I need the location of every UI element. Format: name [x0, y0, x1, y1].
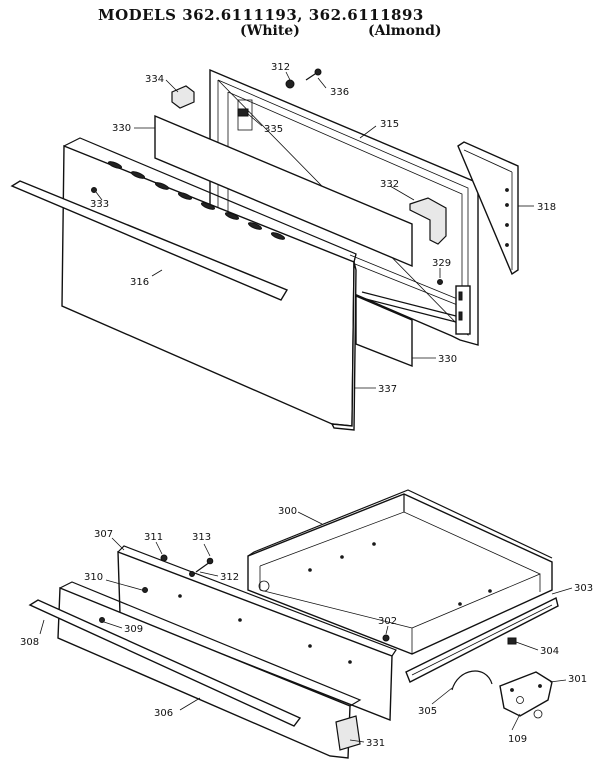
drawer-side-screw	[99, 617, 105, 623]
upper-leader-lines	[95, 71, 534, 389]
drawer-handle	[28, 599, 302, 727]
drawer-front-screw	[142, 587, 148, 593]
label-301: 301	[568, 674, 587, 685]
drawer-slide-rail	[405, 596, 559, 683]
label-332: 332	[380, 179, 399, 190]
almond-label: (Almond)	[368, 23, 442, 39]
hinge-screw	[437, 279, 443, 285]
drawer-box-screw	[382, 634, 390, 642]
label-312a: 312	[271, 62, 290, 73]
lower-leader-lines	[39, 511, 573, 743]
window-glass-upper	[154, 114, 413, 268]
outer-door	[61, 137, 357, 427]
label-312b: 312	[220, 572, 239, 583]
label-304: 304	[540, 646, 559, 657]
label-337: 337	[378, 384, 397, 395]
door-seal-channel	[457, 141, 519, 276]
label-330b: 330	[438, 354, 457, 365]
label-315: 315	[380, 119, 399, 130]
door-side-trim	[330, 261, 357, 431]
label-311: 311	[144, 532, 163, 543]
label-305: 305	[418, 706, 437, 717]
label-318: 318	[537, 202, 556, 213]
label-300: 300	[278, 506, 297, 517]
bracket-screw	[533, 709, 543, 719]
label-334: 334	[145, 74, 164, 85]
door-hinge	[361, 285, 471, 335]
door-handle	[10, 180, 289, 301]
glass-retainer-block	[409, 197, 447, 245]
label-329: 329	[432, 258, 451, 269]
label-109: 109	[508, 734, 527, 745]
label-313: 313	[192, 532, 211, 543]
label-307: 307	[94, 529, 113, 540]
label-308: 308	[20, 637, 39, 648]
drawer-washer	[189, 571, 195, 577]
handle-screw	[91, 187, 97, 193]
label-309: 309	[124, 624, 143, 635]
label-331: 331	[366, 738, 385, 749]
rail-clip	[507, 637, 517, 645]
label-316: 316	[130, 277, 149, 288]
label-302: 302	[378, 616, 397, 627]
label-333: 333	[90, 199, 109, 210]
models-title: MODELS 362.6111193, 362.6111893	[98, 6, 424, 24]
drawer-screw	[195, 557, 214, 573]
door-rivet	[237, 108, 249, 117]
slide-bracket	[499, 671, 553, 717]
drawer-box	[247, 489, 553, 655]
label-330a: 330	[112, 123, 131, 134]
door-nut	[285, 79, 295, 89]
drawer-front-panel	[117, 545, 397, 722]
door-screw	[305, 68, 322, 81]
white-label: (White)	[240, 23, 300, 39]
window-glass-lower	[355, 294, 413, 368]
label-306: 306	[154, 708, 173, 719]
wire-spring	[451, 670, 493, 691]
label-336: 336	[330, 87, 349, 98]
drawer-nut	[160, 554, 168, 562]
label-310: 310	[84, 572, 103, 583]
label-335: 335	[264, 124, 283, 135]
label-303: 303	[574, 583, 593, 594]
